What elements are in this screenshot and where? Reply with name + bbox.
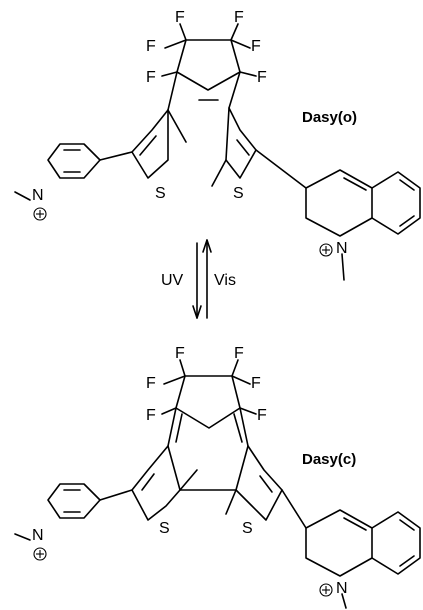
closed-left-thiophene: [131, 445, 181, 521]
vis-label: Vis: [214, 272, 236, 289]
closed-n-label: N: [32, 527, 44, 544]
open-n-label: N: [336, 240, 348, 257]
open-f-label: F: [146, 38, 156, 55]
closed-f-label: F: [234, 345, 244, 362]
open-cf-bond: [161, 71, 178, 77]
open-quinolinium-double: [343, 177, 367, 191]
closed-cf-bond: [161, 407, 177, 415]
closed-left-double: [141, 473, 155, 491]
closed-cf-bond: [231, 375, 251, 385]
open-f-label: F: [251, 38, 261, 55]
closed-cf-bond: [163, 375, 186, 385]
open-n-methyl: [341, 253, 345, 281]
closed-core-double: [233, 413, 243, 443]
open-n-methyl: [14, 191, 31, 201]
open-right-thiophene: [225, 107, 257, 179]
open-isomer-structure: F F F F F F S S N N Dasy(o): [14, 9, 421, 281]
closed-s-label: S: [159, 520, 170, 537]
closed-methyl: [225, 489, 237, 515]
open-quinolinium-ring: [305, 169, 373, 237]
open-right-methyl: [211, 159, 227, 187]
open-benzo-double: [399, 179, 415, 191]
open-s-label: S: [155, 185, 166, 202]
open-f-label: F: [146, 69, 156, 86]
closed-right-double: [259, 475, 273, 493]
vis-arrow-head: [202, 239, 212, 253]
closed-methyl: [179, 469, 198, 491]
open-right-link: [228, 71, 241, 109]
open-plus-charge: [319, 243, 333, 257]
open-n-label: N: [32, 187, 44, 204]
open-benzo-ring: [371, 171, 421, 235]
open-isomer-name: Dasy(o): [302, 109, 357, 126]
closed-quinolinium-link: [281, 489, 307, 529]
closed-cf-bond: [179, 359, 186, 377]
open-s-label: S: [233, 185, 244, 202]
closed-cf-bond: [239, 407, 257, 415]
closed-f-label: F: [146, 407, 156, 424]
open-cf-bond: [239, 71, 257, 77]
closed-core-ring: [167, 407, 249, 491]
open-f-label: F: [234, 9, 244, 26]
open-cf-bond: [164, 39, 187, 49]
uv-label: UV: [161, 272, 184, 289]
open-left-methyl: [167, 109, 187, 143]
open-benzo-double: [399, 215, 415, 227]
closed-cyclopentane-ring: [175, 375, 241, 429]
uv-arrow-head: [192, 305, 202, 319]
open-f-label: F: [175, 9, 185, 26]
open-left-link: [167, 71, 178, 111]
closed-benzo-ring: [371, 511, 421, 575]
closed-f-label: F: [175, 345, 185, 362]
open-right-double: [236, 139, 250, 156]
closed-f-label: F: [251, 375, 261, 392]
closed-cf-bond: [231, 359, 239, 377]
closed-quinolinium-ring: [305, 509, 373, 577]
closed-n-methyl: [341, 593, 347, 609]
closed-benzo-double: [399, 555, 415, 567]
open-cf-bond: [230, 39, 251, 49]
open-left-thiophene: [131, 109, 169, 179]
closed-plus-charge: [319, 583, 333, 597]
closed-isomer-name: Dasy(c): [302, 451, 356, 468]
closed-n-methyl: [14, 533, 31, 541]
open-quinolinium-link: [255, 149, 307, 189]
closed-n-label: N: [336, 580, 348, 597]
open-cf-bond: [179, 23, 187, 41]
closed-f-label: F: [146, 375, 156, 392]
closed-benzo-double: [399, 519, 415, 531]
open-cyclopentene-ring: [176, 39, 241, 91]
open-cf-bond: [230, 23, 239, 41]
closed-f-label: F: [257, 407, 267, 424]
open-plus-charge: [33, 207, 47, 221]
closed-quinolinium-double: [343, 517, 367, 531]
closed-plus-charge: [33, 547, 47, 561]
closed-isomer-structure: F F F F F F S S N N Dasy(c): [14, 345, 421, 609]
closed-core-double: [175, 413, 183, 443]
closed-right-thiophene: [235, 445, 283, 521]
closed-s-label: S: [242, 520, 253, 537]
photochromic-conversion: UV Vis: [161, 239, 236, 319]
closed-pyridinium-ring: [47, 483, 101, 519]
closed-pyridinium-link: [99, 489, 133, 501]
open-left-double: [139, 135, 157, 156]
open-pyridinium-ring: [47, 143, 101, 179]
open-pyridinium-link: [99, 151, 133, 161]
open-f-label: F: [257, 69, 267, 86]
